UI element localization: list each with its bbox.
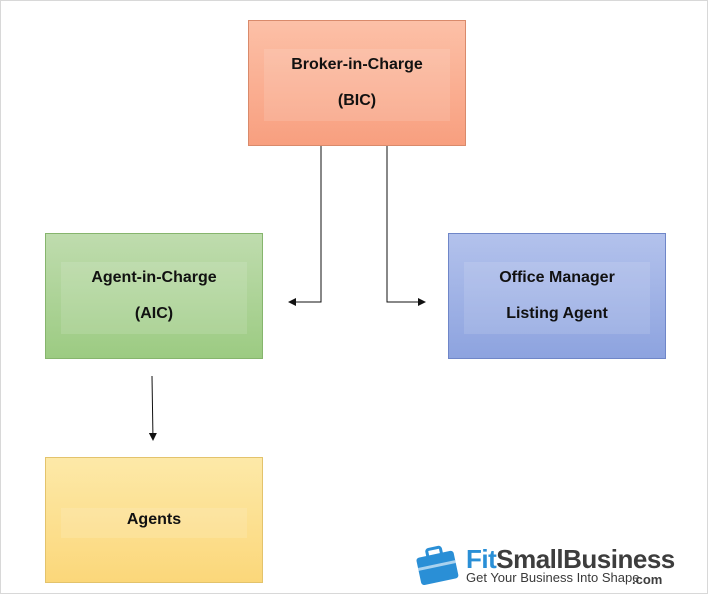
node-agent-in-charge: Agent-in-Charge (AIC) <box>45 233 263 359</box>
briefcase-icon <box>416 545 459 586</box>
logo-wordmark: FitSmallBusiness <box>466 544 675 575</box>
node-broker-in-charge: Broker-in-Charge (BIC) <box>248 20 466 146</box>
logo-wordmark-fit: Fit <box>466 544 497 574</box>
node-agents-title: Agents <box>126 511 182 528</box>
logo-wordmark-rest: SmallBusiness <box>496 544 675 574</box>
node-office-manager-title: Office Manager <box>499 269 615 286</box>
connector-bic-to-office-manager <box>386 146 426 306</box>
logo-suffix: .com <box>632 572 663 587</box>
node-office-manager: Office Manager Listing Agent <box>448 233 666 359</box>
node-aic-abbr: (AIC) <box>134 305 174 322</box>
logo-tagline: Get Your Business Into Shape <box>466 570 640 585</box>
node-aic-title: Agent-in-Charge <box>91 269 217 286</box>
node-bic-title: Broker-in-Charge <box>291 56 423 73</box>
connector-bic-to-aic <box>288 146 322 306</box>
node-listing-agent-title: Listing Agent <box>506 305 608 322</box>
node-bic-abbr: (BIC) <box>337 92 377 109</box>
connector-aic-to-agents <box>148 375 157 441</box>
node-agents: Agents <box>45 457 263 583</box>
fitsmallbusiness-logo: FitSmallBusiness Get Your Business Into … <box>414 544 675 588</box>
